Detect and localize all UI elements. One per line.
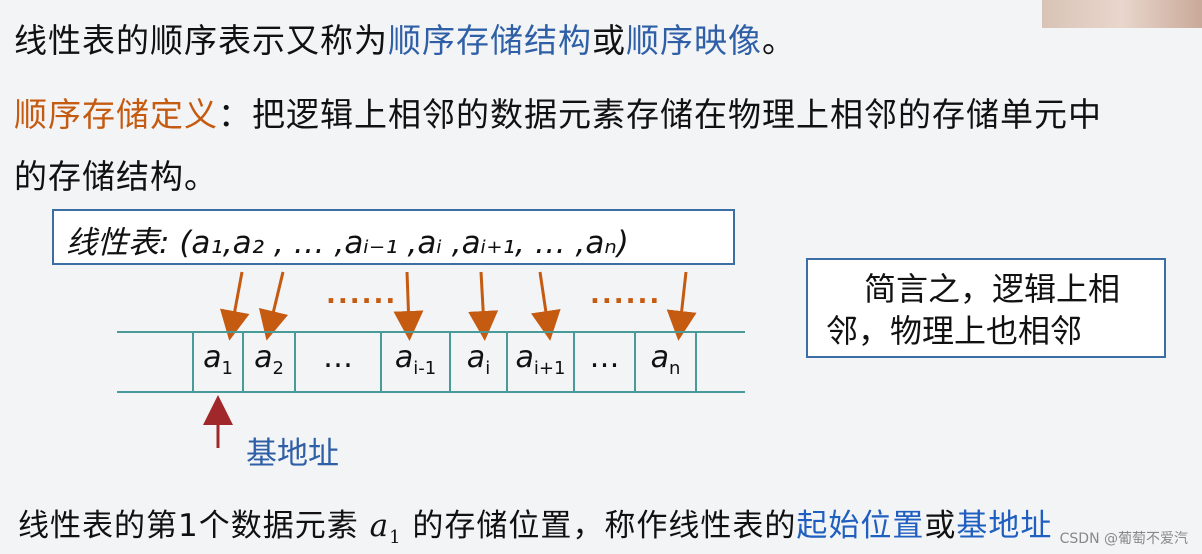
footer-or: 或 <box>924 508 956 544</box>
memory-cell: ai <box>451 340 506 384</box>
footer-symbol: a1 <box>370 508 402 544</box>
memory-bottom-line <box>117 391 745 393</box>
callout-line-2: 邻，物理上也相邻 <box>826 310 1164 352</box>
memory-cell: … <box>575 340 634 384</box>
cell-divider <box>695 331 697 393</box>
memory-cell: an <box>636 340 695 384</box>
summary-callout: 简言之，逻辑上相 邻，物理上也相邻 <box>806 258 1166 358</box>
footer-line: 线性表的第1个数据元素 a1 的存储位置，称作线性表的起始位置或基地址 <box>18 500 1052 548</box>
footer-mid: 的存储位置，称作线性表的 <box>412 508 796 544</box>
arrow-a2 <box>270 272 283 326</box>
footer-term-start-position: 起始位置 <box>796 508 924 544</box>
memory-cell: ai+1 <box>508 340 573 384</box>
memory-cell: … <box>296 340 380 384</box>
memory-cell: a1 <box>194 340 242 384</box>
arrow-an <box>680 272 686 326</box>
callout-line-1: 简言之，逻辑上相 <box>826 268 1164 310</box>
arrow-ai <box>481 272 484 326</box>
footer-prefix: 线性表的第1个数据元素 <box>18 508 359 544</box>
arrow-ai+1 <box>540 272 548 326</box>
memory-top-line <box>117 331 745 333</box>
base-address-label: 基地址 <box>246 428 339 473</box>
memory-cell: ai-1 <box>382 340 449 384</box>
footer-term-base-address: 基地址 <box>956 508 1052 544</box>
arrow-a1 <box>232 272 242 326</box>
watermark: CSDN @葡萄不爱汽 <box>1060 528 1188 548</box>
memory-cell: a2 <box>244 340 294 384</box>
arrow-ai-1 <box>407 272 409 326</box>
